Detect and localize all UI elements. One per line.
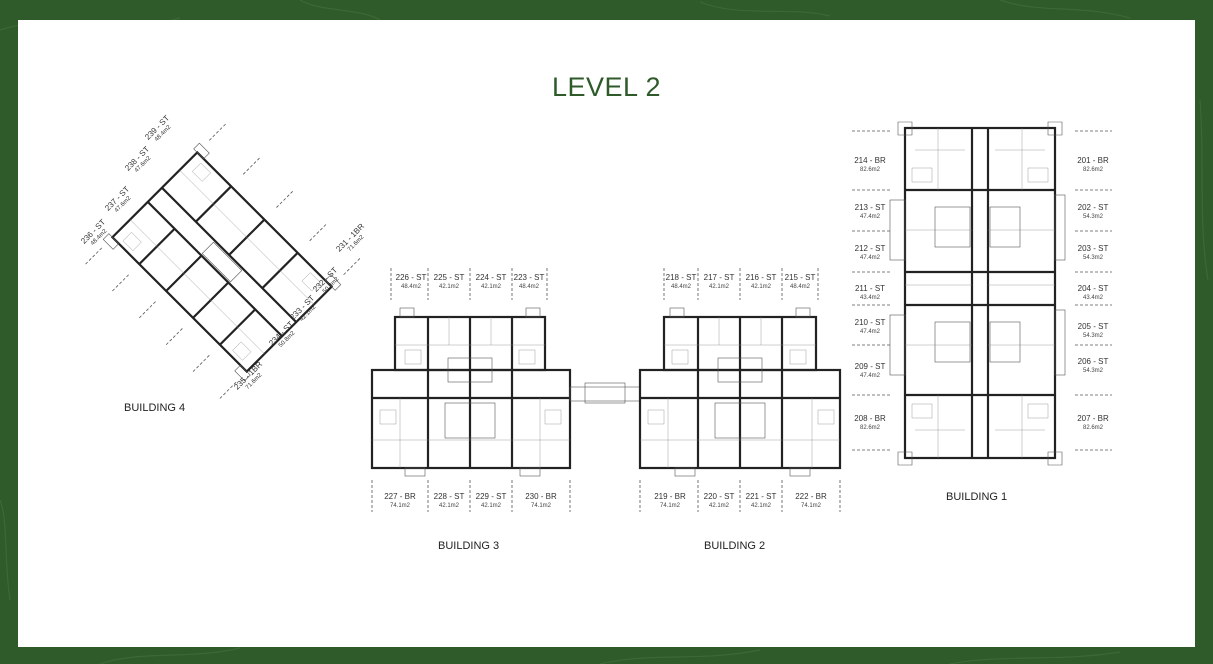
building-3-label: BUILDING 3 [438, 540, 500, 552]
building-1-plan [852, 121, 1112, 466]
building-3-plan [370, 268, 641, 512]
floorplan-sheet [18, 20, 1195, 647]
building-2-label: BUILDING 2 [704, 540, 766, 552]
page-title: LEVEL 2 [551, 72, 662, 102]
building-4-label: BUILDING 4 [124, 402, 186, 414]
building-1-label: BUILDING 1 [946, 491, 1008, 503]
building-4-plan [83, 123, 361, 401]
building-2-plan [638, 268, 842, 512]
